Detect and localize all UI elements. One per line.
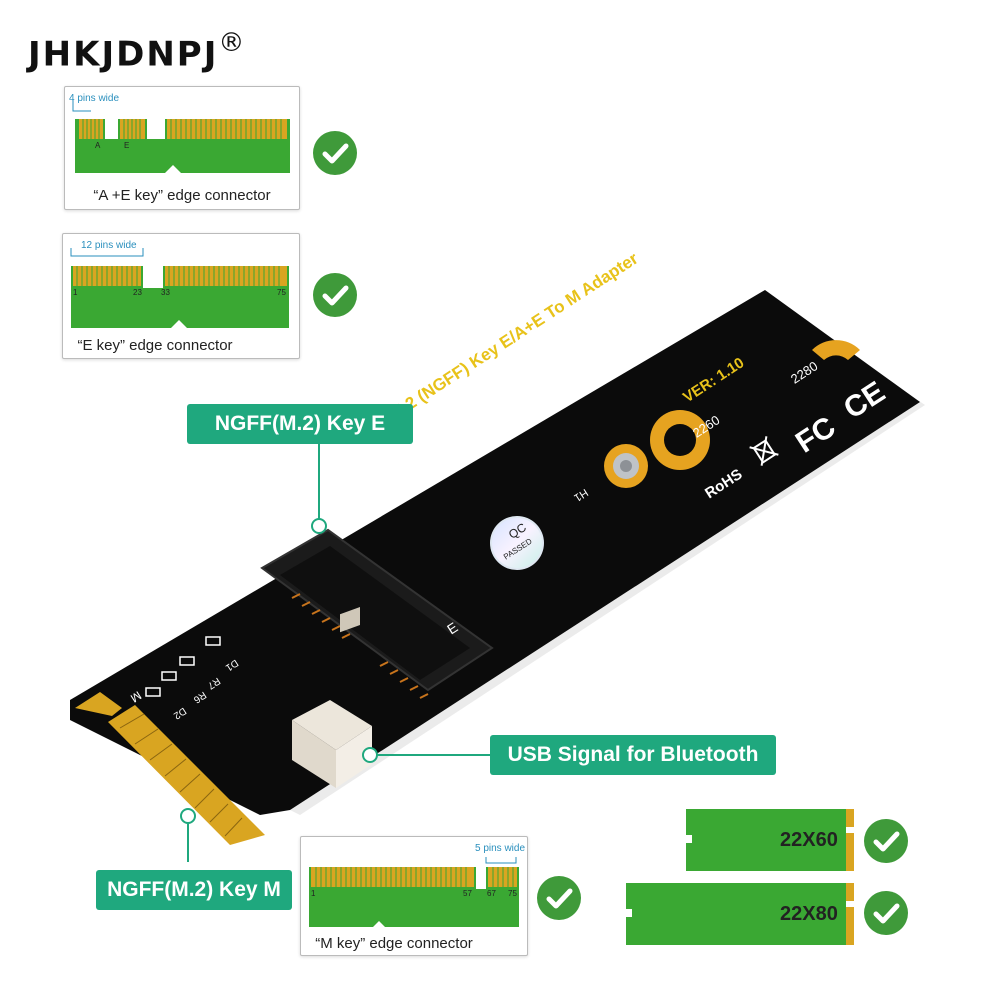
m-pins-note: 5 pins wide <box>475 843 526 854</box>
brand-logo: JHKJDNPJ® <box>28 28 247 75</box>
e-check-icon <box>313 273 357 317</box>
m-pin-label-75: 75 <box>508 889 517 898</box>
size-2280-card: 22X80 <box>626 883 854 945</box>
qc-passed-sticker <box>490 516 544 570</box>
ae-key-card: 4 pins wide A E “A +E key” edge connecto… <box>64 86 300 210</box>
m-key-connector-diagram <box>309 857 519 929</box>
m-key-card: 5 pins wide 1 57 67 75 “M key” edge conn… <box>300 836 528 956</box>
usb-header-connector <box>292 606 372 788</box>
e-key-caption: “E key” edge connector <box>77 337 233 354</box>
brand-name: JHKJDNPJ <box>28 34 219 75</box>
size-2260-pcb <box>686 809 854 871</box>
m-key-edge-fingers <box>75 692 265 845</box>
key-m-callout-dot <box>180 808 196 824</box>
ae-check-icon <box>313 131 357 175</box>
ae-pin-label-a: A <box>95 141 101 150</box>
e-key-slot-connector <box>260 528 494 699</box>
key-m-callout: NGFF(M.2) Key M <box>96 870 292 910</box>
size-2260-check-icon <box>864 819 908 863</box>
size-2280-label: 22X80 <box>780 903 838 925</box>
weee-bin-icon <box>747 434 781 469</box>
smd-components <box>145 636 221 697</box>
e-pin-label-75: 75 <box>277 288 286 297</box>
e-key-connector-diagram <box>70 248 289 328</box>
standoff-2260 <box>650 410 710 470</box>
m-pin-label-67: 67 <box>487 889 496 898</box>
e-pins-note: 12 pins wide <box>81 240 137 251</box>
size-2260-label: 22X60 <box>780 829 838 851</box>
usb-callout: USB Signal for Bluetooth <box>490 735 776 775</box>
e-pin-label-23: 23 <box>133 288 142 297</box>
m-check-icon <box>537 876 581 920</box>
m-pin-label-57: 57 <box>463 889 472 898</box>
e-key-card: 12 pins wide 1 23 33 75 “E key” edge con… <box>62 233 300 359</box>
size-2280-pcb <box>626 883 854 945</box>
ae-pin-label-e: E <box>124 141 130 150</box>
standoff-h1 <box>604 444 648 488</box>
e-pin-label-33: 33 <box>161 288 170 297</box>
key-e-callout: NGFF(M.2) Key E <box>187 404 413 444</box>
standoff-2280 <box>812 340 860 360</box>
size-2280-check-icon <box>864 891 908 935</box>
registered-mark: ® <box>218 28 247 58</box>
key-e-callout-dot <box>311 518 327 534</box>
ae-pins-note: 4 pins wide <box>69 93 120 104</box>
m-key-caption: “M key” edge connector <box>315 935 473 952</box>
ae-key-connector-diagram <box>72 99 290 173</box>
m-pin-label-1: 1 <box>311 889 316 898</box>
usb-callout-dot <box>362 747 378 763</box>
e-pin-label-1: 1 <box>73 288 78 297</box>
ae-key-caption: “A +E key” edge connector <box>93 187 271 204</box>
size-2260-card: 22X60 <box>686 809 854 871</box>
